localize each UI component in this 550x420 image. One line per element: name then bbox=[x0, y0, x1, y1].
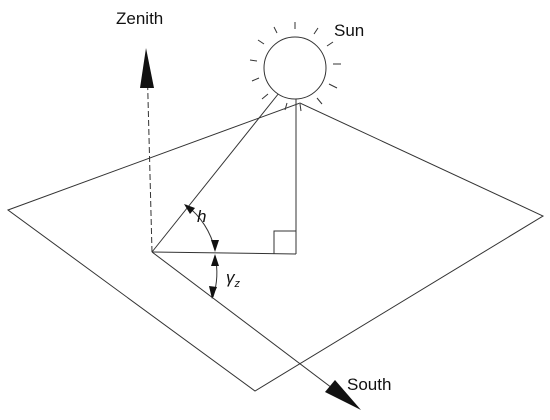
zenith-label: Zenith bbox=[116, 9, 163, 28]
azimuth-angle-subscript: z bbox=[234, 278, 241, 290]
azimuth-angle-symbol: γ bbox=[226, 268, 236, 287]
sun-label: Sun bbox=[334, 21, 364, 40]
altitude-arc-arrow-top bbox=[184, 204, 195, 214]
south-axis bbox=[151, 251, 341, 395]
azimuth-arc-arrow-top bbox=[211, 254, 219, 266]
altitude-angle-label: h bbox=[197, 207, 206, 226]
ground-plane bbox=[6, 102, 545, 392]
sun-projection-horizontal bbox=[151, 251, 297, 255]
south-label: South bbox=[347, 375, 391, 394]
sun-icon bbox=[249, 22, 341, 112]
sun-ray-line bbox=[151, 87, 284, 253]
zenith-axis bbox=[146, 59, 153, 253]
azimuth-arc-arrow-bottom bbox=[209, 286, 217, 299]
right-angle-marker bbox=[273, 230, 296, 254]
altitude-arc-arrow-bottom bbox=[211, 240, 219, 252]
azimuth-angle-label: γz bbox=[226, 268, 241, 290]
south-arrowhead bbox=[325, 380, 361, 410]
zenith-arrowhead bbox=[140, 48, 154, 88]
